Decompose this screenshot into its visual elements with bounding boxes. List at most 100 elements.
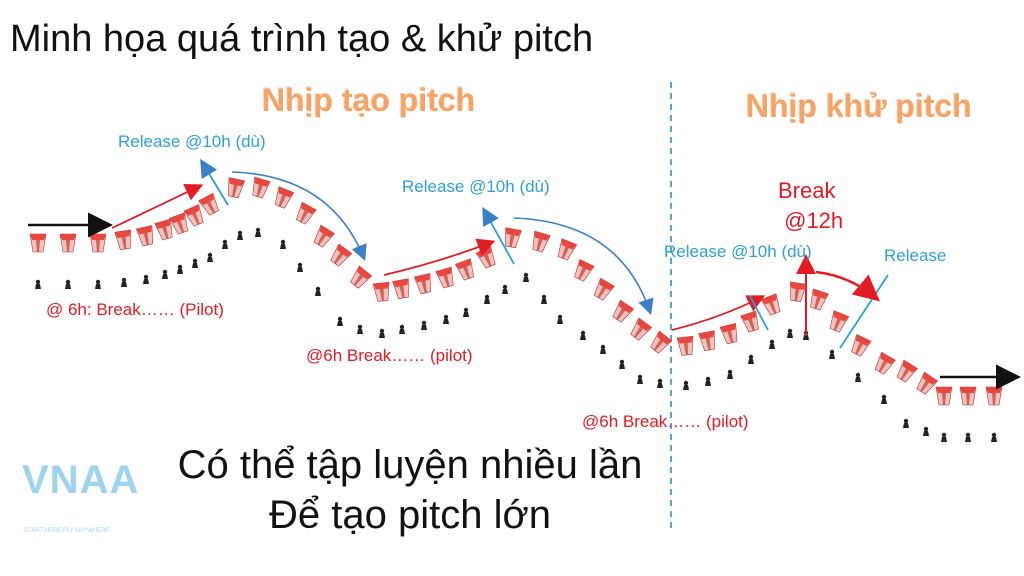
pilot-icon [297, 262, 303, 272]
caption-line-2: Để tạo pitch lớn [269, 493, 551, 537]
swing-arc-1 [231, 171, 367, 261]
pilot-icon [580, 330, 586, 340]
pilot-icon [237, 230, 243, 240]
pilot-icon [855, 372, 861, 382]
pilot-icon [379, 328, 385, 338]
canopy-icon [529, 230, 551, 254]
label-release-1: Release @10h (dù) [118, 132, 266, 151]
vnaa-logo: VNAA [22, 458, 140, 502]
caption-line-1: Có thể tập luyện nhiều lần [177, 443, 643, 487]
pilot-icon [357, 324, 363, 334]
canopy-icon [293, 201, 317, 227]
pilot-icon [463, 307, 469, 317]
canopy-icon [760, 293, 784, 317]
pilot-icon [421, 320, 427, 330]
pilot-icon [502, 284, 508, 294]
pilot-icon [315, 286, 321, 296]
logo-tagline: START HERE FLY ANYWHERE [24, 528, 110, 534]
canopy-icon [29, 233, 47, 253]
pilot-icon [619, 359, 625, 369]
pilot-icon [541, 294, 547, 304]
pilot-icon [829, 349, 835, 359]
canopy-icon [719, 322, 741, 346]
canopy-icon [413, 273, 435, 295]
label-release-4: Release [884, 246, 947, 265]
pilot-icon [207, 252, 213, 262]
label-break-12h: Break @12h [778, 178, 844, 233]
canopy-icon [571, 258, 595, 284]
pilot-icon [280, 239, 286, 249]
canopy-icon [435, 266, 457, 290]
label-break-2: @6h Break…… (pilot) [306, 346, 473, 365]
bottom-caption: Có thể tập luyện nhiều lần Để tạo pitch … [0, 440, 820, 540]
pilot-icon [705, 376, 711, 386]
page-title: Minh họa quá trình tạo & khử pitch [10, 18, 594, 60]
pilot-icon [399, 324, 405, 334]
section-title-pitch-build: Nhịp tạo pitch [262, 82, 476, 118]
pilot-icon [923, 426, 929, 436]
pilot-icon [683, 380, 689, 390]
pilot-icon [600, 344, 606, 354]
pilot-icon [35, 279, 41, 289]
canopy-icon [893, 359, 919, 385]
label-release-3: Release @10h (dù) [664, 242, 812, 261]
section-title-pitch-damp: Nhịp khử pitch [746, 88, 972, 124]
pilot-icon [143, 274, 149, 284]
pilot-icon [769, 339, 775, 349]
pilot-icon [222, 239, 228, 249]
canopy-icon [135, 225, 157, 247]
pilot-train [35, 227, 997, 442]
pilot-icon [787, 328, 793, 338]
label-break-3: @6h Break…… (pilot) [582, 412, 749, 431]
canopy-icon [327, 243, 353, 269]
canopy-icon [807, 288, 829, 312]
release-line-1 [200, 158, 229, 206]
canopy-icon [224, 177, 246, 199]
pilot-icon [177, 264, 183, 274]
pilot-icon [255, 227, 261, 237]
canopy-icon [475, 246, 499, 270]
release-line-3 [749, 295, 769, 331]
pilot-icon [941, 432, 947, 442]
pilot-icon [991, 432, 997, 442]
canopy-icon [554, 238, 578, 262]
pilot-icon [65, 279, 71, 289]
pilot-icon [965, 432, 971, 442]
canopy-icon [609, 299, 635, 325]
pilot-icon [121, 277, 127, 287]
label-break-1: @ 6h: Break…… (Pilot) [46, 300, 224, 319]
pilot-icon [162, 269, 168, 279]
break-12h-arrow [815, 270, 880, 302]
canopy-icon [591, 277, 615, 303]
canopy-icon [913, 371, 939, 397]
pilot-icon [637, 374, 643, 384]
canopy-icon [347, 265, 373, 291]
canopy-icon [959, 386, 977, 406]
swing-arc-2 [513, 217, 654, 316]
canopy-icon [114, 229, 134, 251]
pilot-icon [337, 316, 343, 326]
canopy-icon [183, 204, 207, 228]
canopy-icon [271, 186, 295, 210]
canopy-icon [787, 281, 807, 303]
canopy-icon [59, 233, 77, 253]
pilot-icon [657, 378, 663, 388]
pilot-icon [523, 272, 529, 282]
pitch-up-arrow-2 [383, 238, 496, 276]
pilot-icon [881, 394, 887, 404]
release-line-4 [839, 274, 889, 349]
canopy-train [29, 176, 1003, 406]
canopy-icon [502, 227, 522, 249]
canopy-icon [872, 351, 896, 377]
canopy-icon [826, 310, 850, 334]
pilot-icon [903, 418, 909, 428]
canopy-icon [310, 224, 336, 250]
pilot-icon [557, 314, 563, 324]
canopy-icon [848, 333, 872, 359]
canopy-icon [985, 386, 1003, 406]
canopy-icon [647, 330, 673, 356]
release-line-2 [482, 206, 515, 265]
canopy-icon [372, 281, 392, 303]
canopy-icon [454, 258, 478, 282]
